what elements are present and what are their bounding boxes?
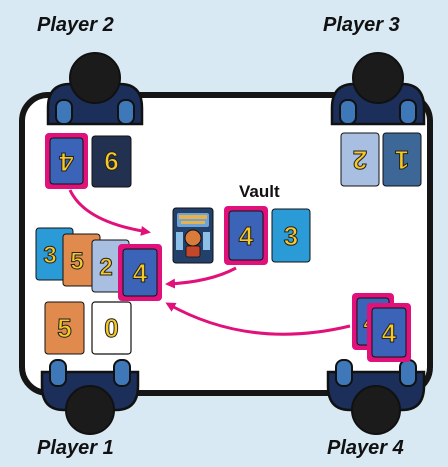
vault-card-2: 3 [271,208,311,263]
player-4-label: Player 4 [327,437,404,459]
player-1-card-6: 0 [91,301,132,355]
arrow-player-4-to-stack [165,302,351,336]
player-1-card-5-value: 5 [57,313,71,343]
player-1-card-2: 5 [62,233,101,287]
player-3-card-1-value: 2 [353,145,367,175]
player-3-card-2-value: 1 [395,145,409,175]
player-1-card-1-value: 3 [43,242,56,269]
vault-card-1-value: 4 [239,221,254,251]
player-2-label: Player 2 [37,14,114,36]
player-3-label: Player 3 [323,14,400,36]
player-1-card-4-value: 4 [133,258,148,288]
player-1-avatar [40,359,140,435]
player-2-card-1-value: 4 [59,147,74,177]
player-1-card-3-value: 2 [99,254,112,281]
player-2-avatar [46,52,144,126]
draw-deck-card [172,207,214,264]
player-1-card-5: 5 [44,301,85,355]
player-3-card-1: 2 [340,132,380,187]
player-4-card-2: 4 [367,303,411,362]
vault-card-2-value: 3 [284,221,298,251]
player-1-card-2-value: 5 [70,248,83,275]
arrow-player-2-to-stack [68,189,151,236]
player-2-card-2: 6 [91,135,132,188]
player-4-avatar [326,359,426,435]
player-4-card-2-value: 4 [382,318,397,348]
vault-card-1: 4 [224,206,268,265]
player-2-card-2-value: 6 [104,146,118,176]
player-3-card-2: 1 [382,132,422,187]
vault-label: Vault [239,182,280,201]
player-1-card-6-value: 0 [104,313,118,343]
player-1-label: Player 1 [37,437,114,459]
player-3-avatar [330,52,426,126]
player-1-card-4: 4 [118,244,162,301]
arrow-vault-to-stack [165,266,237,289]
player-2-card-1: 4 [45,133,88,189]
